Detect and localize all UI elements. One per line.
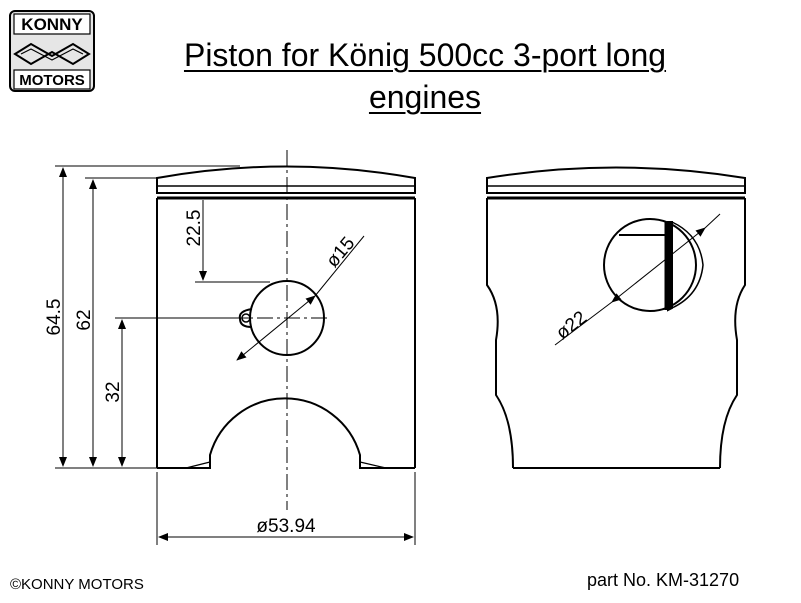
dim-pin-bore: ø15	[322, 233, 359, 272]
title-line-1: Piston for König 500cc 3-port long	[183, 37, 667, 73]
dim-pin-height: 32	[103, 381, 124, 402]
dim-crown-to-pin: 22.5	[184, 210, 205, 247]
dim-port-diameter: ø22	[552, 307, 591, 344]
dimension-lines-left	[55, 165, 416, 545]
logo-text-konny: KONNY	[21, 15, 83, 34]
dim-overall-height: 64.5	[44, 299, 65, 336]
centerlines-left	[230, 150, 330, 510]
title-line-2: engines	[368, 79, 482, 115]
part-number: part No. KM-31270	[587, 570, 740, 590]
logo-text-motors: MOTORS	[19, 72, 85, 89]
dim-compression-height: 62	[74, 309, 95, 330]
piston-port-view	[486, 166, 746, 469]
konny-motors-logo: KONNY MOTORS	[9, 10, 95, 92]
dimension-lines-right	[554, 213, 721, 346]
copyright-text: ©KONNY MOTORS	[10, 576, 144, 593]
dim-diameter: ø53.94	[256, 516, 316, 537]
drawing-title: Piston for König 500cc 3-port long engin…	[110, 34, 740, 118]
